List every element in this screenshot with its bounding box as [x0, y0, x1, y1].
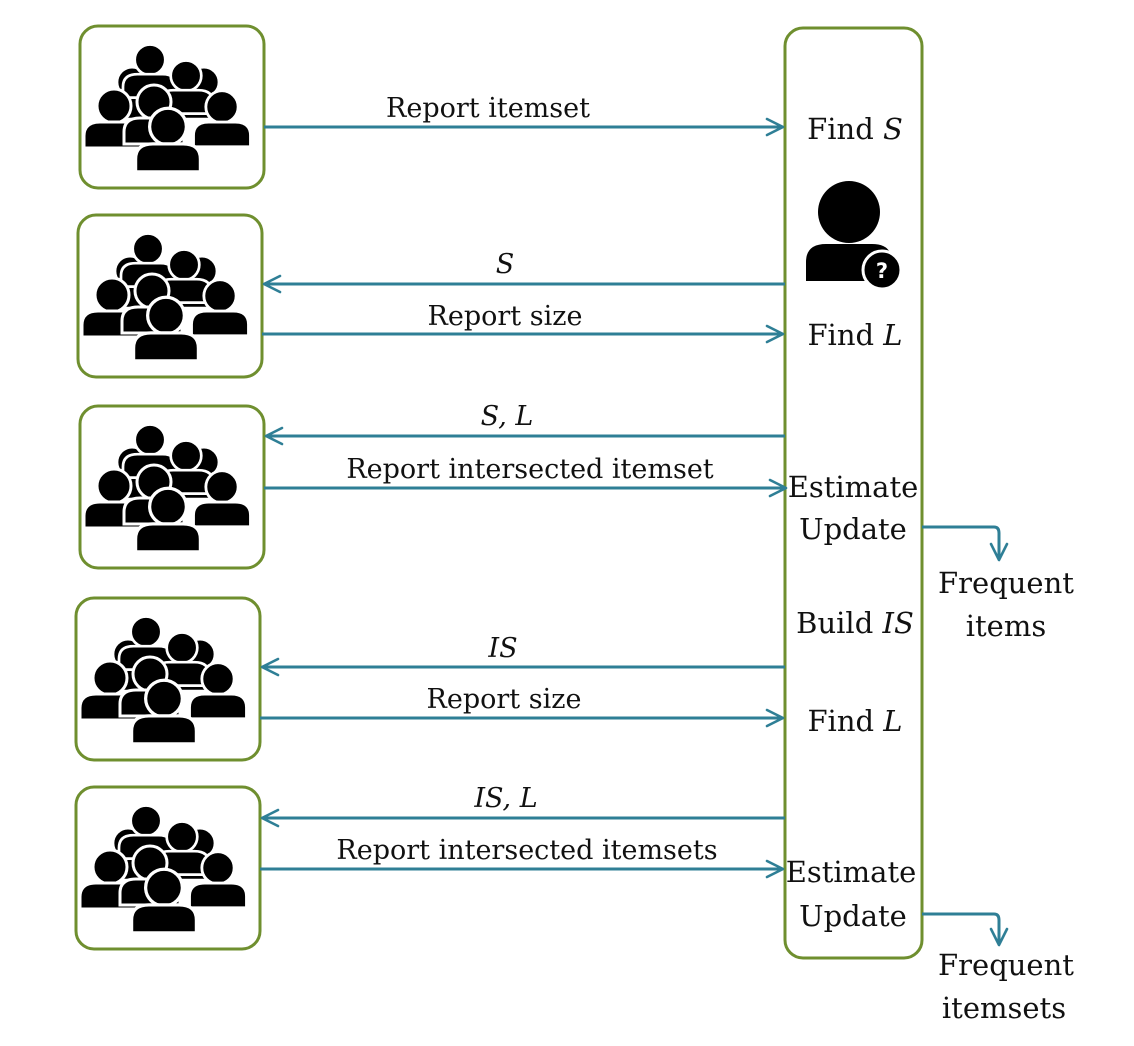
server: ? [783, 26, 924, 960]
label-is: IS [487, 633, 517, 664]
label-report-size: Report size [427, 684, 582, 715]
output-frequent-items-line2: items [966, 609, 1046, 643]
server-steps: Find S Find L Estimate Update Build IS F… [786, 112, 919, 933]
user-group-3 [78, 404, 266, 570]
arrow-output-itemsets [922, 912, 1009, 947]
step-find-l: Find L [807, 704, 902, 738]
step-estimate: Estimate [786, 855, 917, 889]
user-group-4 [74, 596, 262, 762]
label-s-l: S, L [481, 401, 534, 432]
svg-text:?: ? [876, 259, 888, 283]
step-update: Update [799, 512, 907, 546]
message-labels: Report itemset S Report size S, L Report… [336, 93, 717, 866]
label-is-l: IS, L [473, 783, 537, 814]
output-frequent-items-line1: Frequent [938, 566, 1074, 600]
label-report-intersected-itemset: Report intersected itemset [346, 454, 713, 485]
step-find-s: Find S [807, 112, 903, 146]
outputs: Frequent items Frequent itemsets [938, 566, 1074, 1025]
step-build-is: Build IS [796, 606, 914, 640]
message-arrows [260, 117, 1009, 947]
step-update: Update [799, 899, 907, 933]
output-frequent-itemsets-line2: itemsets [942, 991, 1066, 1025]
step-estimate: Estimate [788, 470, 919, 504]
user-group-5 [74, 785, 262, 951]
label-report-itemset: Report itemset [386, 93, 590, 124]
label-report-intersected-itemsets: Report intersected itemsets [336, 835, 717, 866]
user-question-icon: ? [806, 181, 903, 291]
arrow-output-items [922, 525, 1009, 562]
user-group-1 [78, 24, 266, 190]
step-find-l: Find L [807, 318, 902, 352]
output-frequent-itemsets-line1: Frequent [938, 948, 1074, 982]
user-group-2 [76, 213, 264, 379]
label-report-size: Report size [428, 301, 583, 332]
label-s: S [496, 249, 515, 280]
